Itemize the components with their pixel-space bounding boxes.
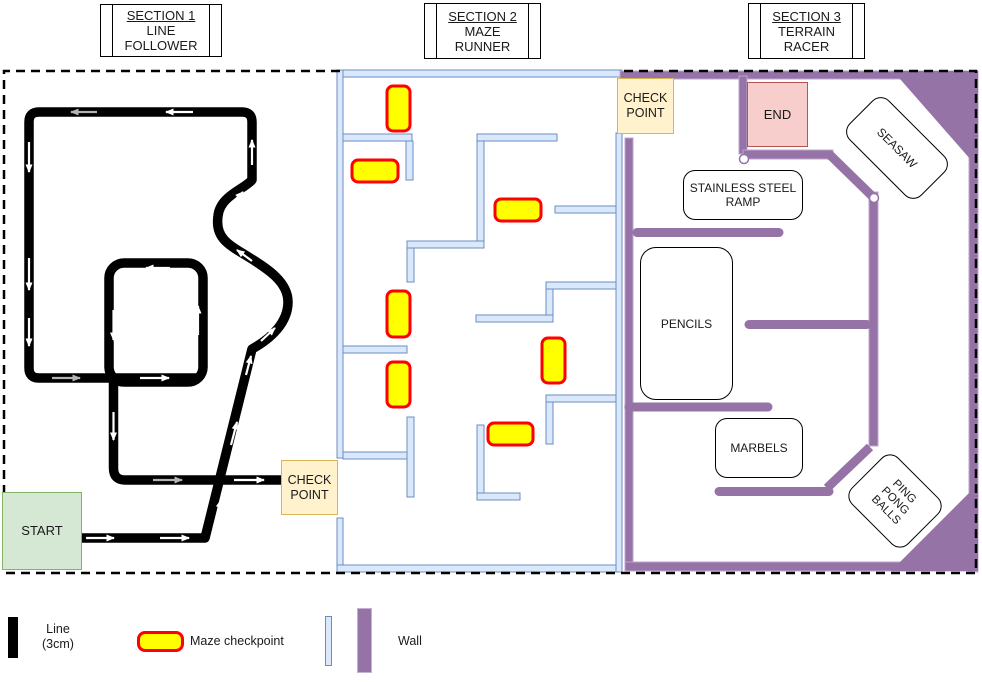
section-2-header: SECTION 2 MAZE RUNNER bbox=[424, 3, 541, 59]
maze-checkpoint bbox=[385, 360, 412, 409]
checkpoint-2-box: CHECK POINT bbox=[617, 78, 674, 134]
legend-line-label-2: (3cm) bbox=[42, 637, 74, 651]
maze-checkpoints bbox=[350, 84, 567, 447]
section-1-subtitle-1: LINE bbox=[146, 23, 176, 38]
terrain-walls bbox=[619, 70, 979, 573]
section-1-title: SECTION 1 bbox=[126, 8, 196, 23]
legend-maze-checkpoint-label: Maze checkpoint bbox=[190, 634, 284, 648]
legend-line-label: Line (3cm) bbox=[28, 622, 88, 652]
maze-checkpoint bbox=[385, 84, 412, 133]
section-3-subtitle-1: TERRAIN bbox=[777, 23, 836, 39]
end-box: END bbox=[747, 82, 808, 147]
end-label: END bbox=[763, 106, 792, 122]
outer-track-path bbox=[24, 107, 293, 543]
start-label: START bbox=[21, 523, 63, 538]
section-3-header: SECTION 3 TERRAIN RACER bbox=[748, 3, 865, 59]
legend-terrain-wall-swatch bbox=[357, 608, 372, 673]
inner-loop-path bbox=[104, 258, 208, 387]
maze-checkpoint bbox=[486, 421, 535, 447]
terrain-corner-top-right bbox=[893, 71, 978, 168]
checkpoint-1-label-2: POINT bbox=[290, 487, 329, 502]
maze-walls bbox=[336, 69, 623, 573]
maze-checkpoint bbox=[385, 289, 412, 339]
marbels-obstacle: MARBELS bbox=[715, 418, 803, 478]
pencils-obstacle: PENCILS bbox=[640, 247, 733, 400]
maze-checkpoint bbox=[540, 336, 567, 385]
terrain-corner-bottom-right bbox=[891, 484, 978, 571]
section-1-subtitle-2: FOLLOWER bbox=[124, 38, 198, 53]
section-2-title: SECTION 2 bbox=[448, 8, 517, 24]
legend-line-swatch bbox=[8, 617, 18, 658]
legend-maze-checkpoint-swatch bbox=[137, 631, 184, 652]
marbels-label: MARBELS bbox=[730, 441, 788, 455]
direction-arrows bbox=[25, 108, 276, 542]
section-1-header: SECTION 1 LINE FOLLOWER bbox=[100, 4, 222, 57]
arena-dashed-border bbox=[2, 69, 978, 575]
wall-joint-marker bbox=[868, 192, 880, 204]
section-2-subtitle-2: RUNNER bbox=[454, 38, 511, 54]
line-follower-track bbox=[24, 107, 293, 543]
maze-checkpoint bbox=[350, 158, 400, 184]
pencils-label: PENCILS bbox=[660, 316, 713, 331]
checkpoint-1-label-1: CHECK bbox=[287, 472, 332, 487]
seasaw-label: SEASAW bbox=[874, 125, 920, 171]
stainless-steel-ramp-obstacle: STAINLESS STEEL RAMP bbox=[683, 170, 803, 220]
section-2-subtitle-1: MAZE bbox=[464, 23, 501, 39]
legend-maze-wall-swatch bbox=[325, 616, 332, 666]
checkpoint-2-label-2: POINT bbox=[626, 106, 665, 120]
maze-checkpoint bbox=[493, 197, 543, 223]
start-box: START bbox=[2, 492, 82, 570]
legend-wall-label: Wall bbox=[398, 634, 422, 648]
section-3-title: SECTION 3 bbox=[772, 8, 841, 24]
section-3-subtitle-2: RACER bbox=[783, 38, 830, 54]
legend-line-label-1: Line bbox=[46, 622, 70, 636]
track-tail-to-checkpoint bbox=[108, 374, 281, 485]
checkpoint-2-label-1: CHECK bbox=[623, 91, 668, 105]
ramp-label-2: RAMP bbox=[725, 195, 761, 209]
checkpoint-1-box: CHECK POINT bbox=[281, 460, 338, 515]
wall-joint-marker bbox=[738, 153, 750, 165]
ramp-label-1: STAINLESS STEEL bbox=[689, 181, 797, 195]
